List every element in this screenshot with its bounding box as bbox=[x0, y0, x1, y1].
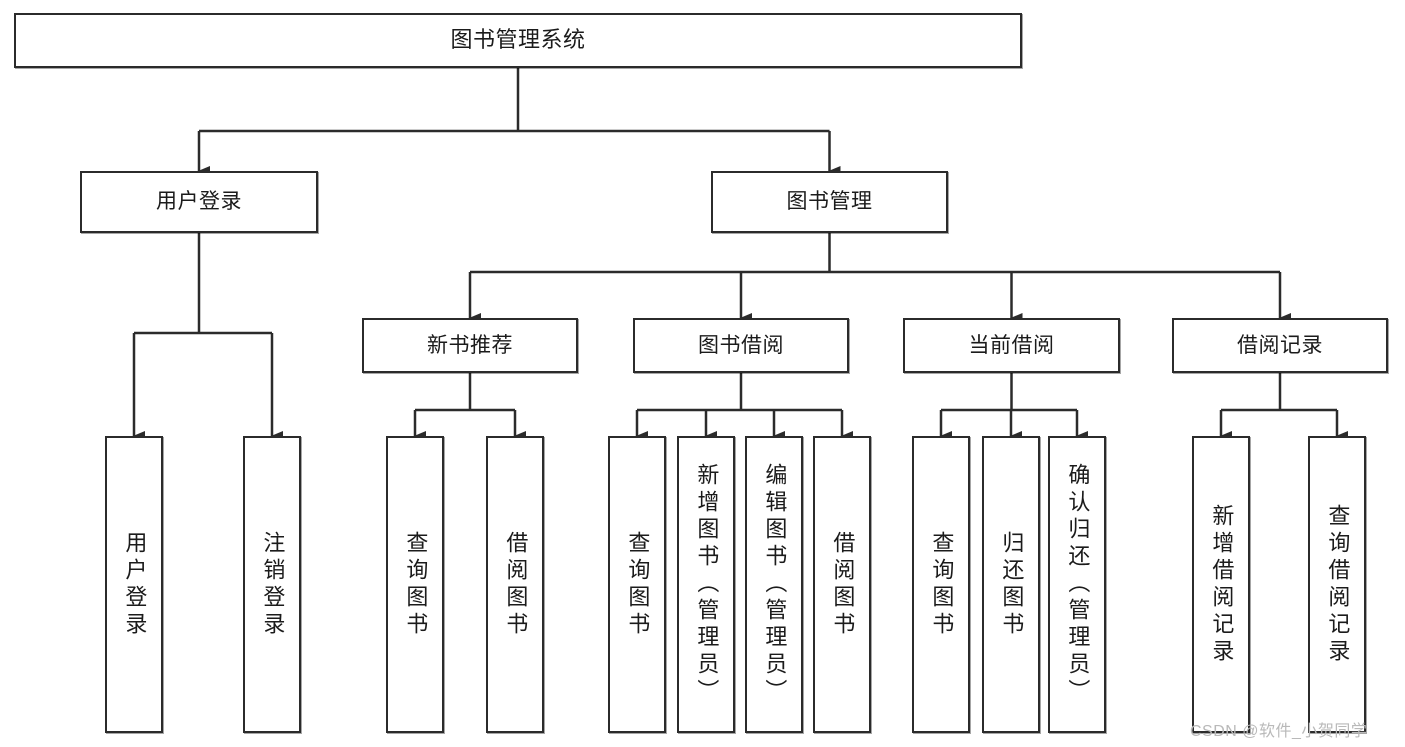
node-label: 图书管理 bbox=[786, 190, 873, 214]
node-label: 借阅记录 bbox=[1237, 333, 1323, 357]
node-label: 新增图书（管理员） bbox=[694, 463, 720, 706]
leaf-borrow-borrow-book[interactable]: 借阅图书 bbox=[813, 436, 871, 733]
node-label: 借阅图书 bbox=[830, 530, 856, 639]
node-label: 编辑图书（管理员） bbox=[762, 463, 788, 706]
node-label: 查询借阅记录 bbox=[1325, 503, 1351, 666]
node-user-login-module[interactable]: 用户登录 bbox=[80, 171, 318, 233]
node-book-management-module[interactable]: 图书管理 bbox=[711, 171, 948, 233]
leaf-current-query-book[interactable]: 查询图书 bbox=[912, 436, 970, 733]
watermark: CSDN @软件_小贺同学 bbox=[1190, 723, 1368, 740]
leaf-current-confirm-return-admin[interactable]: 确认归还（管理员） bbox=[1048, 436, 1106, 733]
node-new-book-recommend[interactable]: 新书推荐 bbox=[362, 318, 578, 373]
leaf-record-add[interactable]: 新增借阅记录 bbox=[1192, 436, 1250, 733]
node-label: 查询图书 bbox=[929, 530, 955, 639]
tree-edges bbox=[132, 68, 1348, 441]
node-current-borrow[interactable]: 当前借阅 bbox=[903, 318, 1120, 373]
node-label: 确认归还（管理员） bbox=[1065, 463, 1091, 706]
node-label: 查询图书 bbox=[625, 530, 651, 639]
leaf-borrow-query-book[interactable]: 查询图书 bbox=[608, 436, 666, 733]
node-label: 用户登录 bbox=[156, 190, 242, 214]
leaf-user-login[interactable]: 用户登录 bbox=[105, 436, 163, 733]
leaf-new-query-book[interactable]: 查询图书 bbox=[386, 436, 444, 733]
node-label: 新增借阅记录 bbox=[1209, 503, 1235, 666]
leaf-record-query[interactable]: 查询借阅记录 bbox=[1308, 436, 1366, 733]
leaf-borrow-edit-book-admin[interactable]: 编辑图书（管理员） bbox=[745, 436, 803, 733]
node-borrow-record[interactable]: 借阅记录 bbox=[1172, 318, 1388, 373]
node-label: 借阅图书 bbox=[503, 530, 529, 639]
node-label: 注销登录 bbox=[260, 530, 286, 639]
node-label: 新书推荐 bbox=[427, 333, 513, 357]
leaf-new-borrow-book[interactable]: 借阅图书 bbox=[486, 436, 544, 733]
node-book-borrow[interactable]: 图书借阅 bbox=[633, 318, 849, 373]
leaf-user-logout[interactable]: 注销登录 bbox=[243, 436, 301, 733]
leaf-borrow-add-book-admin[interactable]: 新增图书（管理员） bbox=[677, 436, 735, 733]
node-root-system[interactable]: 图书管理系统 bbox=[14, 13, 1022, 68]
node-label: 图书管理系统 bbox=[450, 27, 586, 53]
node-label: 查询图书 bbox=[403, 530, 429, 639]
node-label: 用户登录 bbox=[122, 530, 148, 639]
leaf-current-return-book[interactable]: 归还图书 bbox=[982, 436, 1040, 733]
node-label: 图书借阅 bbox=[698, 333, 784, 357]
node-label: 归还图书 bbox=[999, 530, 1025, 639]
node-label: 当前借阅 bbox=[968, 333, 1055, 357]
